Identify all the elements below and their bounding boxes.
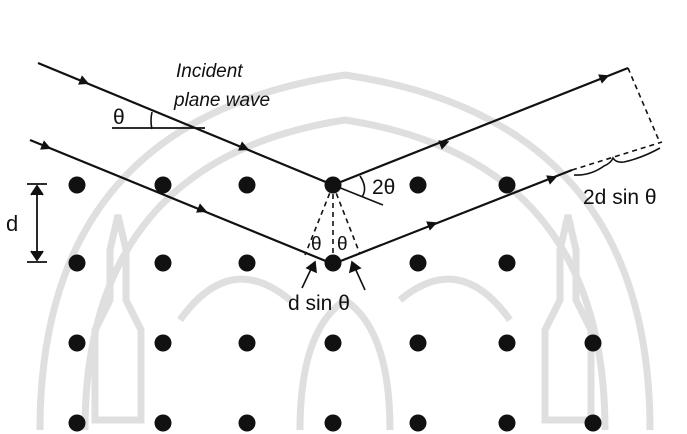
atom bbox=[498, 176, 516, 194]
crystal-lattice bbox=[68, 176, 602, 432]
atom bbox=[238, 334, 256, 352]
atom bbox=[498, 414, 516, 432]
normal-right bbox=[332, 184, 361, 255]
total-path-difference-label: 2d sin θ bbox=[583, 186, 657, 209]
arrowhead-incident-top-1 bbox=[78, 75, 90, 85]
atom bbox=[238, 176, 256, 194]
atom bbox=[498, 254, 516, 272]
wavefront-bottom bbox=[571, 141, 663, 171]
extension-line bbox=[332, 184, 384, 206]
incident-label-line2: plane wave bbox=[173, 90, 270, 111]
atom bbox=[154, 254, 172, 272]
reflected-ray-bottom bbox=[332, 168, 573, 266]
atom bbox=[409, 334, 427, 352]
two-theta-label: 2θ bbox=[372, 176, 395, 199]
arrowhead-reflected-bottom-1 bbox=[426, 221, 438, 231]
path-diff-pointers bbox=[301, 260, 366, 291]
atom bbox=[68, 254, 86, 272]
d-spacing-indicator bbox=[27, 183, 47, 263]
atom bbox=[154, 176, 172, 194]
arrowhead-incident-bottom-1 bbox=[40, 140, 52, 150]
atom bbox=[238, 414, 256, 432]
atom bbox=[498, 334, 516, 352]
arrowhead-reflected-top-1 bbox=[438, 140, 450, 150]
atom bbox=[409, 414, 427, 432]
arrowhead-incident-bottom-2 bbox=[196, 203, 208, 213]
atom bbox=[154, 414, 172, 432]
atom bbox=[68, 176, 86, 194]
atom bbox=[68, 334, 86, 352]
atom bbox=[409, 254, 427, 272]
atom bbox=[409, 176, 427, 194]
incident-ray-bottom bbox=[29, 138, 334, 266]
atom bbox=[584, 414, 602, 432]
reflected-rays bbox=[332, 66, 629, 266]
two-theta-arc bbox=[359, 175, 366, 198]
path-difference-label: d sin θ bbox=[288, 292, 350, 315]
atom bbox=[154, 334, 172, 352]
path-diff-brace bbox=[573, 147, 661, 176]
wavefront-connector bbox=[627, 67, 661, 144]
d-spacing-label: d bbox=[6, 211, 18, 236]
reflected-ray-top bbox=[332, 66, 629, 187]
theta-left-label: θ bbox=[311, 234, 322, 255]
arrowhead-reflected-bottom-2 bbox=[546, 175, 558, 185]
atom bbox=[68, 414, 86, 432]
theta-incident-arc bbox=[150, 111, 153, 130]
atom bbox=[324, 414, 342, 432]
ray-arrowheads bbox=[40, 74, 610, 231]
atom bbox=[238, 254, 256, 272]
dashed-construction-lines bbox=[304, 67, 663, 262]
atom bbox=[324, 334, 342, 352]
normal-left bbox=[304, 184, 334, 256]
theta-incident-label: θ bbox=[113, 106, 125, 129]
arrowhead-reflected-top-2 bbox=[598, 74, 610, 84]
arrowhead-incident-top-2 bbox=[238, 141, 250, 151]
theta-right-label: θ bbox=[337, 234, 348, 255]
atom bbox=[584, 334, 602, 352]
incident-label-line1: Incident bbox=[176, 61, 243, 82]
